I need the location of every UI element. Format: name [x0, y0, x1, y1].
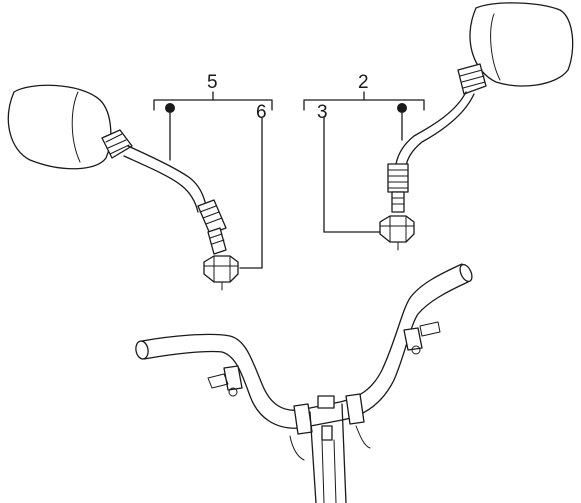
- callout-6: 6: [256, 102, 267, 123]
- callout-3: 3: [317, 102, 328, 123]
- right-mirror-marker-dot: [397, 103, 407, 113]
- left-callout-bracket: 5 6: [153, 72, 273, 269]
- left-mirror: [7, 84, 227, 255]
- left-nut: [203, 255, 239, 291]
- callout-5: 5: [207, 72, 218, 93]
- right-nut: [379, 215, 415, 251]
- callout-2: 2: [358, 72, 369, 93]
- left-mirror-marker-dot: [165, 103, 175, 113]
- handlebar: [135, 263, 473, 429]
- right-mirror: [387, 2, 574, 213]
- steering-column: [289, 393, 371, 503]
- right-callout-bracket: 2 3: [303, 72, 425, 233]
- right-handlebar-clamp: [403, 321, 441, 355]
- left-handlebar-clamp: [207, 365, 243, 397]
